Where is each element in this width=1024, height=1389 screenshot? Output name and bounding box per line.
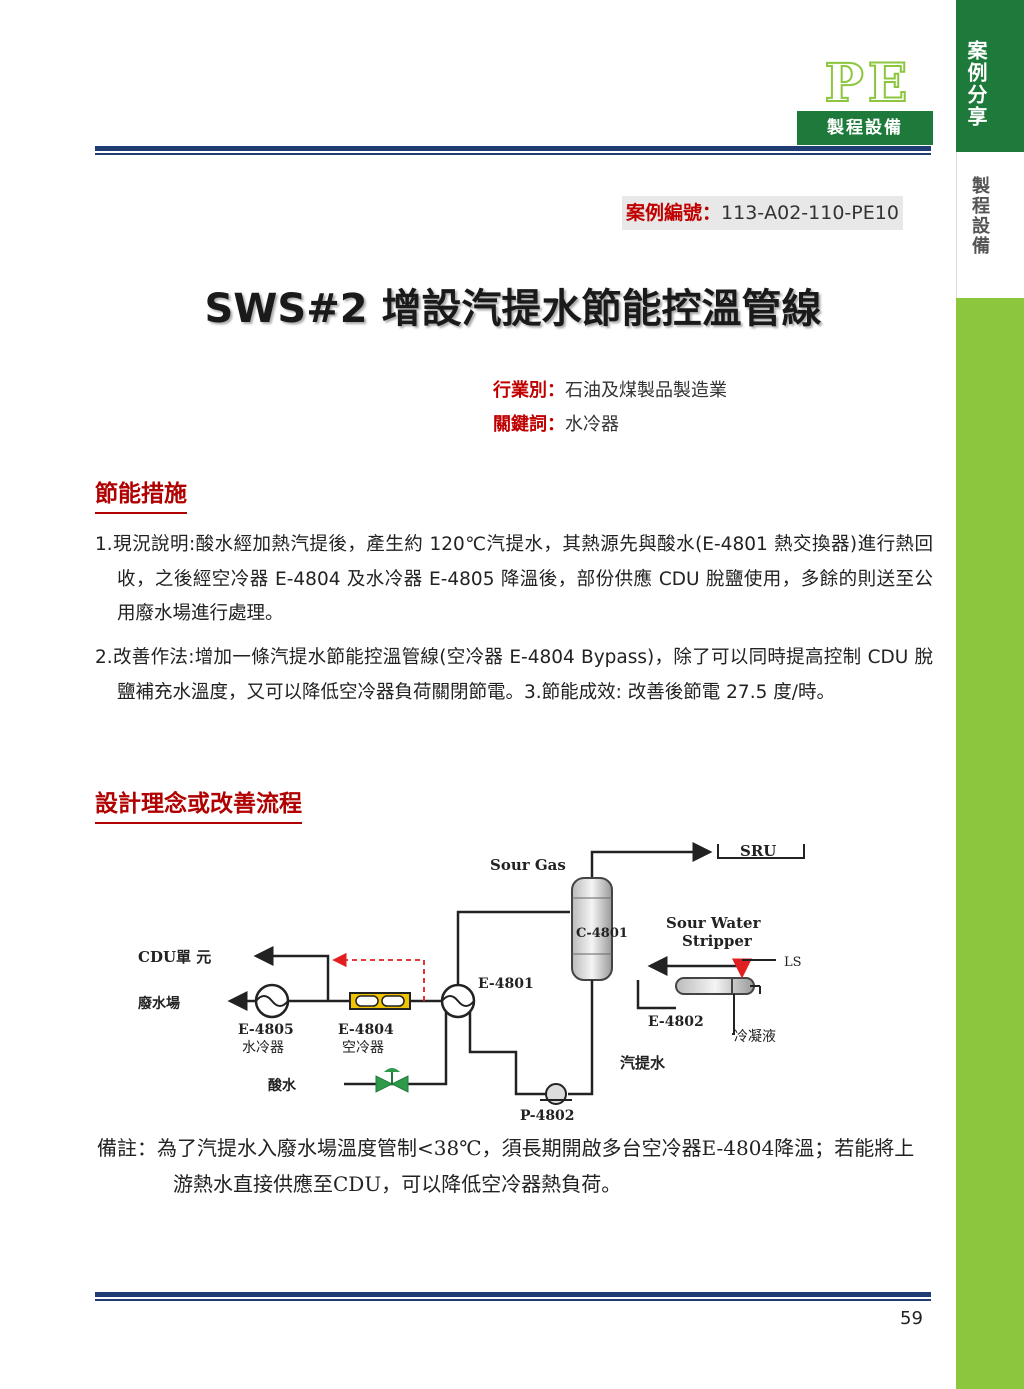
industry-label: 行業別： [493,380,565,401]
sru-box [717,844,805,859]
e4804-desc: 空冷器 [342,1040,384,1056]
keyword-line: 關鍵詞：水冷器 [493,410,619,436]
e4805-desc: 水冷器 [242,1040,284,1056]
keyword-label: 關鍵詞： [493,414,565,435]
reboiler-e4802 [675,977,755,995]
feed-line [456,910,570,994]
stripper-label-2: Stripper [682,932,753,950]
pump-label: P-4802 [520,1108,575,1124]
column-label: C-4801 [576,926,628,941]
stripper-label-1: Sour Water [666,914,762,932]
measures-paragraph-1: 1.現況說明:酸水經加熱汽提後，產生約 120℃汽提水，其熱源先與酸水(E-48… [95,534,933,624]
e4805-label: E-4805 [238,1022,294,1038]
sour-water-label: 酸水 [268,1077,297,1094]
sidebar-category-block [956,0,1024,152]
e4804-label: E-4804 [338,1022,394,1038]
keyword-value: 水冷器 [565,414,619,435]
sour-gas-label: Sour Gas [490,856,566,874]
cdu-unit-label: CDU單 元 [138,948,211,966]
bottoms-line [568,980,594,1096]
header-rule [95,146,931,155]
ls-label: LS [784,955,802,970]
footer-rule [95,1292,931,1301]
section-heading-measures: 節能措施 [95,474,187,514]
sidebar-main-label: 案例分享 [964,40,988,128]
sidebar-sub-label: 製程設備 [969,176,990,256]
measures-paragraph-2: 2.改善作法:增加一條汽提水節能控溫管線(空冷器 E-4804 Bypass)，… [95,647,933,703]
condensate-label: 冷凝液 [734,1029,776,1045]
sour-gas-line [590,842,713,880]
sru-label: SRU [740,842,776,860]
stripped-water-label: 汽提水 [620,1054,666,1072]
bypass-line [332,952,425,1001]
diagram-note: 備註：為了汽提水入廢水場溫度管制<38℃，須長期開啟多台空冷器E-4804降溫；… [97,1136,915,1196]
section-heading-design: 設計理念或改善流程 [95,784,302,824]
logo-caption: 製程設備 [797,111,933,145]
industry-line: 行業別：石油及煤製品製造業 [493,376,727,402]
e4801-label: E-4801 [478,976,534,992]
cdu-supply-line [253,946,330,1001]
case-number-box: 案例編號：113-A02-110-PE10 [622,196,903,230]
page-number: 59 [900,1308,923,1329]
process-flow-diagram: SRU Sour Gas C-4801 Sour Water Stripper … [138,842,805,1124]
case-number-label: 案例編號： [626,202,722,224]
wastewater-label: 廢水場 [138,995,180,1012]
page-title: SWS#2 增設汽提水節能控溫管線 [204,286,822,332]
valve-icon [375,1075,394,1093]
case-number-value: 113-A02-110-PE10 [721,202,899,224]
e4802-label: E-4802 [648,1014,704,1030]
industry-value: 石油及煤製品製造業 [565,380,727,401]
pe-logo: PE [824,53,912,114]
sidebar-subcategory-block [956,152,1024,298]
